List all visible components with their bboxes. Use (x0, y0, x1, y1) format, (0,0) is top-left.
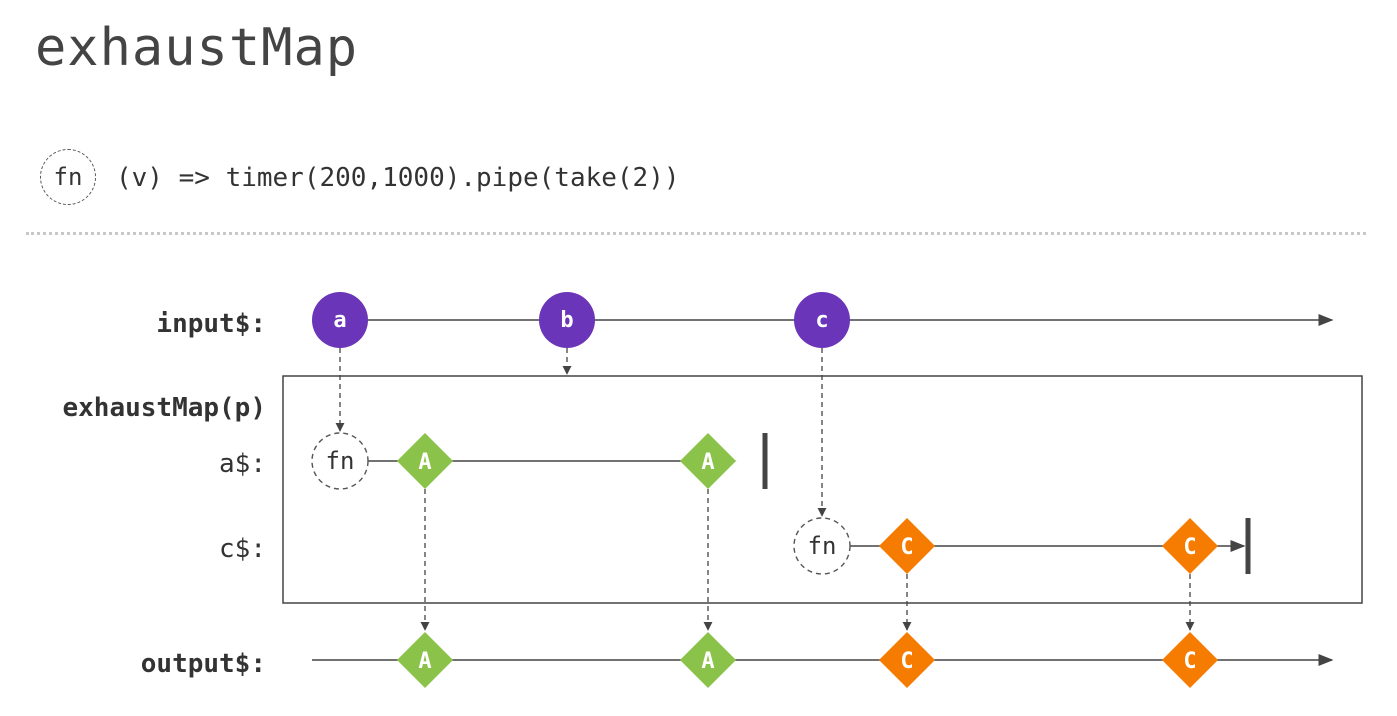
output-marble-2: A (680, 632, 736, 688)
svg-text:C: C (1183, 535, 1196, 560)
svg-text:C: C (900, 649, 913, 674)
fn-circle-a: fn (311, 432, 369, 490)
output-marble-1: A (397, 632, 453, 688)
svg-text:A: A (418, 450, 431, 475)
c-stream-marble-2: C (1162, 518, 1218, 574)
output-marble-3: C (879, 632, 935, 688)
input-label: input$: (156, 309, 266, 339)
svg-text:fn: fn (326, 447, 355, 475)
svg-text:A: A (701, 450, 714, 475)
fn-circle-c: fn (793, 517, 851, 575)
c-stream-label: c$: (219, 534, 266, 564)
page-title: exhaustMap (35, 18, 359, 78)
output-marble-4: C (1162, 632, 1218, 688)
output-label: output$: (141, 649, 266, 679)
svg-text:C: C (900, 535, 913, 560)
separator (26, 232, 1366, 235)
svg-text:c: c (815, 308, 828, 333)
svg-text:A: A (418, 649, 431, 674)
a-stream-marble-1: A (397, 433, 453, 489)
svg-text:b: b (560, 308, 573, 333)
c-stream-marble-1: C (879, 518, 935, 574)
svg-text:fn: fn (808, 532, 837, 560)
svg-text:a: a (333, 308, 346, 333)
fn-badge: fn (40, 149, 96, 205)
a-stream-label: a$: (219, 449, 266, 479)
fn-signature: (v) => timer(200,1000).pipe(take(2)) (116, 163, 680, 193)
a-stream-marble-2: A (680, 433, 736, 489)
svg-text:A: A (701, 649, 714, 674)
svg-text:C: C (1183, 649, 1196, 674)
input-marble-b: b (539, 292, 595, 348)
input-marble-a: a (312, 292, 368, 348)
input-marble-c: c (794, 292, 850, 348)
operator-label: exhaustMap(p) (63, 393, 267, 423)
